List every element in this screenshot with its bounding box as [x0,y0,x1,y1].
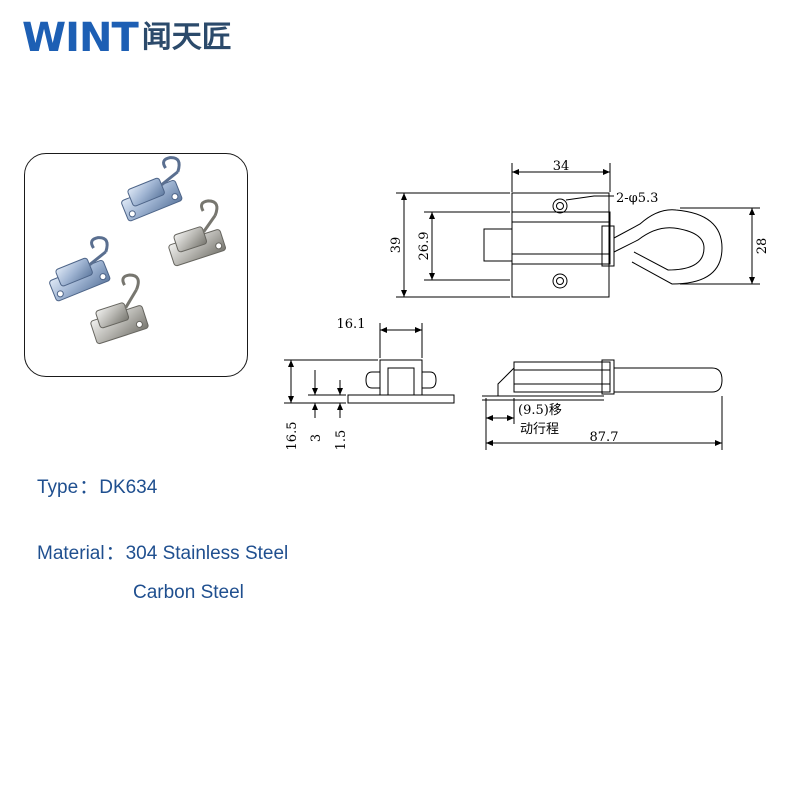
product-photo-frame [24,153,248,377]
top-view [396,163,760,298]
side-view [284,323,455,418]
dim-hook-height-28: 28 [755,238,770,255]
dim-height-3: 3 [309,434,324,442]
dim-height-26-9: 26.9 [417,232,432,261]
spec-material: Material：304 Stainless Steel [37,542,288,566]
type-label: Type [37,477,79,498]
type-value: DK634 [99,477,158,498]
brand-logo: WINT 闻天匠 [22,14,232,62]
spec-material-second: Carbon Steel [133,581,244,605]
logo-wordmark: WINT [22,15,139,61]
dim-length-87-7: 87.7 [590,430,619,445]
material-value-2: Carbon Steel [133,582,244,603]
dim-width-16-1: 16.1 [337,317,366,332]
technical-drawing: 34 2-φ5.3 39 26.9 28 16.1 16.5 3 1.5 (9.… [284,159,770,451]
type-separator: ： [79,477,99,498]
spec-type: Type：DK634 [37,476,157,500]
dim-width-34: 34 [553,159,570,174]
material-value-1: 304 Stainless Steel [125,543,289,564]
dim-height-39: 39 [389,237,404,254]
dim-stroke-9-5: (9.5)移 [518,403,562,418]
material-separator: ： [105,543,125,564]
material-label: Material [37,543,105,564]
dim-hole-diameter: 2-φ5.3 [616,191,658,206]
front-view [482,359,723,450]
dim-stroke-caption: 动行程 [520,422,559,437]
latch-product-photo-icon [49,156,226,345]
dim-total-height-16-5: 16.5 [285,422,300,451]
dim-thickness-1-5: 1.5 [334,430,349,451]
logo-chinese-name: 闻天匠 [141,20,232,55]
